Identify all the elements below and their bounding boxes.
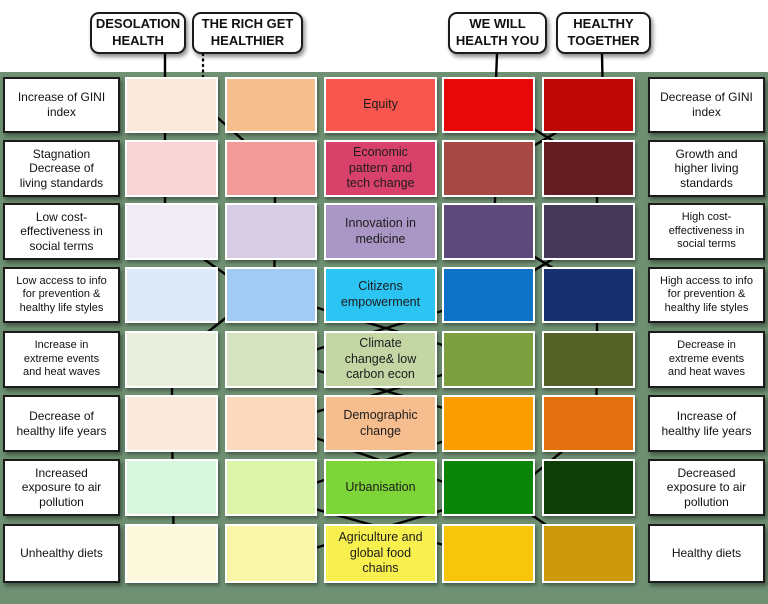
matrix-cell-r4-c3: Citizens empowerment [324, 267, 437, 323]
row-2-right-label: Growth and higher living standards [648, 140, 765, 197]
row-7-right-label: Decreased exposure to air pollution [648, 459, 765, 516]
matrix-cell-r2-c4 [442, 140, 535, 197]
row-4-left-label: Low access to info for prevention & heal… [3, 267, 120, 323]
matrix-cell-r5-c2 [225, 331, 317, 388]
row-5-right-label: Decrease in extreme events and heat wave… [648, 331, 765, 388]
matrix-cell-r5-c4 [442, 331, 535, 388]
matrix-cell-r8-c1 [125, 524, 218, 583]
matrix-cell-r7-c1 [125, 459, 218, 516]
scenario-box-2: THE RICH GET HEALTHIER [192, 12, 303, 54]
matrix-cell-r6-c1 [125, 395, 218, 452]
row-8-right-label: Healthy diets [648, 524, 765, 583]
matrix-cell-r6-c2 [225, 395, 317, 452]
row-2-left-label: Stagnation Decrease of living standards [3, 140, 120, 197]
matrix-cell-r7-c4 [442, 459, 535, 516]
matrix-cell-r1-c1 [125, 77, 218, 133]
matrix-cell-r3-c5 [542, 203, 635, 260]
matrix-cell-r6-c4 [442, 395, 535, 452]
matrix-cell-r2-c2 [225, 140, 317, 197]
matrix-cell-r3-c1 [125, 203, 218, 260]
matrix-cell-r6-c5 [542, 395, 635, 452]
matrix-cell-r3-c2 [225, 203, 317, 260]
row-1-left-label: Increase of GINI index [3, 77, 120, 133]
matrix-cell-r8-c4 [442, 524, 535, 583]
matrix-cell-r1-c5 [542, 77, 635, 133]
matrix-cell-r1-c2 [225, 77, 317, 133]
matrix-cell-r6-c3: Demographic change [324, 395, 437, 452]
row-6-left-label: Decrease of healthy life years [3, 395, 120, 452]
matrix-cell-r7-c5 [542, 459, 635, 516]
row-4-right-label: High access to info for prevention & hea… [648, 267, 765, 323]
matrix-cell-r3-c3: Innovation in medicine [324, 203, 437, 260]
scenario-box-1: DESOLATION HEALTH [90, 12, 186, 54]
matrix-cell-r4-c1 [125, 267, 218, 323]
matrix-cell-r2-c1 [125, 140, 218, 197]
scenario-box-3: WE WILL HEALTH YOU [448, 12, 547, 54]
matrix-cell-r2-c3: Economic pattern and tech change [324, 140, 437, 197]
row-5-left-label: Increase in extreme events and heat wave… [3, 331, 120, 388]
matrix-cell-r1-c3: Equity [324, 77, 437, 133]
matrix-cell-r7-c3: Urbanisation [324, 459, 437, 516]
matrix-cell-r5-c3: Climate change& low carbon econ [324, 331, 437, 388]
matrix-cell-r5-c5 [542, 331, 635, 388]
matrix-cell-r8-c5 [542, 524, 635, 583]
row-6-right-label: Increase of healthy life years [648, 395, 765, 452]
matrix-cell-r3-c4 [442, 203, 535, 260]
matrix-cell-r4-c5 [542, 267, 635, 323]
row-8-left-label: Unhealthy diets [3, 524, 120, 583]
matrix-cell-r2-c5 [542, 140, 635, 197]
row-7-left-label: Increased exposure to air pollution [3, 459, 120, 516]
matrix-cell-r4-c4 [442, 267, 535, 323]
scenario-box-4: HEALTHY TOGETHER [556, 12, 651, 54]
row-1-right-label: Decrease of GINI index [648, 77, 765, 133]
matrix-cell-r4-c2 [225, 267, 317, 323]
row-3-left-label: Low cost- effectiveness in social terms [3, 203, 120, 260]
row-3-right-label: High cost- effectiveness in social terms [648, 203, 765, 260]
matrix-cell-r8-c2 [225, 524, 317, 583]
matrix-cell-r1-c4 [442, 77, 535, 133]
matrix-cell-r8-c3: Agriculture and global food chains [324, 524, 437, 583]
matrix-cell-r5-c1 [125, 331, 218, 388]
matrix-cell-r7-c2 [225, 459, 317, 516]
